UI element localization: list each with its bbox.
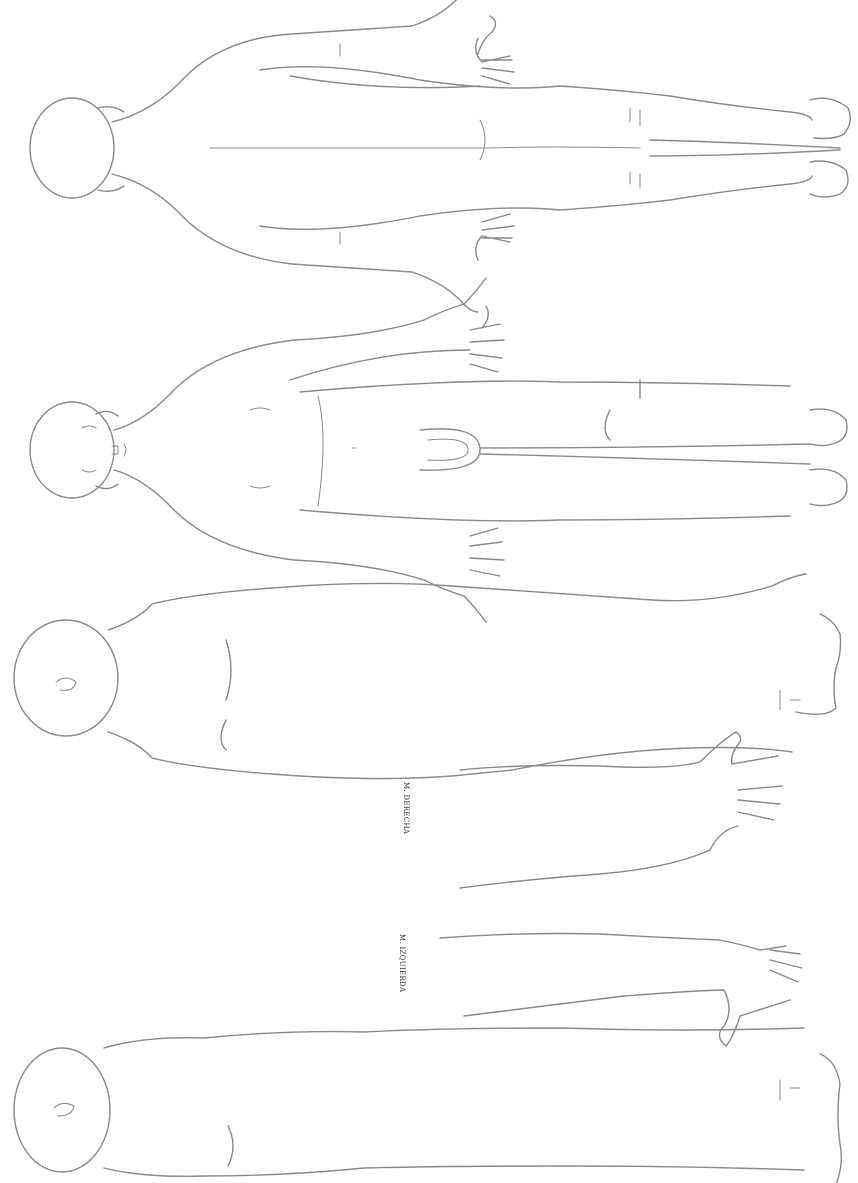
figure-side-view-left [14,1028,841,1183]
figure-front-view [30,278,847,622]
figure-back-view [30,0,850,312]
figure-side-view-right [14,574,841,779]
label-left-arm: M. IZQUIERDA [398,934,406,993]
label-right-arm: M. DERECHA [402,782,410,835]
arm-right: M. DERECHA [402,732,782,888]
